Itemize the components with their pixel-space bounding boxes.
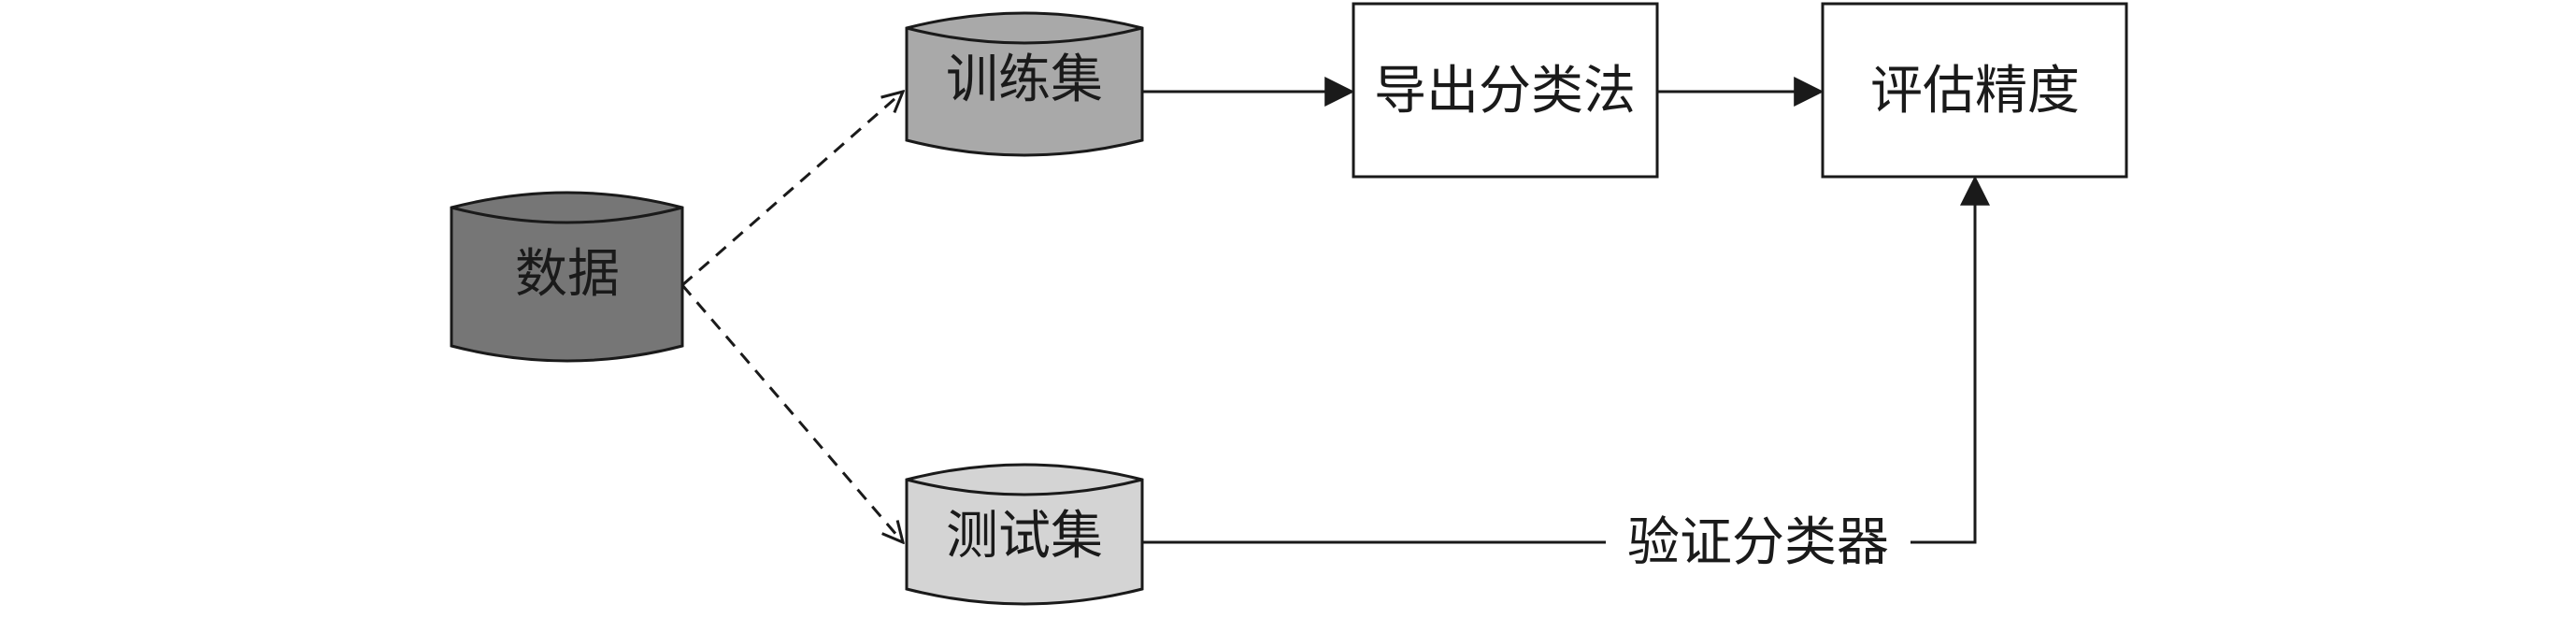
edge-data-to-test-set <box>680 284 903 542</box>
data-cylinder-rim <box>451 206 683 224</box>
evaluate-accuracy-box <box>1821 2 2128 179</box>
train-set-node: 训练集 <box>905 11 1144 157</box>
derive-classifier-node: 导出分类法 <box>1352 2 1659 179</box>
edge-test-set-segment-2 <box>1911 175 1990 544</box>
validate-classifier-label: 验证分类器 <box>1627 512 1889 573</box>
data-label: 数据 <box>515 244 620 305</box>
train-set-cylinder-shape <box>905 11 1144 157</box>
train-set-label: 训练集 <box>946 50 1103 110</box>
train-set-cylinder-rim <box>906 26 1143 45</box>
edge-data-to-train-set <box>681 92 903 287</box>
test-set-label: 测试集 <box>946 506 1103 567</box>
data-node: 数据 <box>450 191 684 363</box>
test-set-node: 测试集 <box>905 463 1144 606</box>
derive-classifier-label: 导出分类法 <box>1374 61 1636 122</box>
data-cylinder-shape <box>450 191 684 363</box>
evaluate-accuracy-node: 评估精度 <box>1821 2 2128 179</box>
evaluate-accuracy-label: 评估精度 <box>1870 61 2080 122</box>
edge-test-set-to-evaluate-accuracy: 验证分类器 <box>1142 175 1990 573</box>
derive-classifier-box <box>1352 2 1659 179</box>
test-set-cylinder-rim <box>906 478 1143 496</box>
test-set-cylinder-shape <box>905 463 1144 606</box>
